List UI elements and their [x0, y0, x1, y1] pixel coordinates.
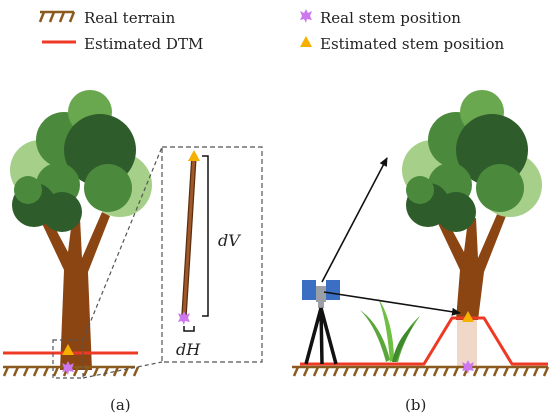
- real-stem-marker-icon: [300, 9, 312, 23]
- legend-real-terrain: Real terrain: [38, 9, 176, 27]
- real-stem-marker-b: [462, 360, 474, 374]
- laser-ray-top: [321, 157, 388, 283]
- legend-estimated-dtm-label: Estimated DTM: [84, 35, 203, 53]
- dv-bracket: [202, 155, 209, 317]
- tls-scanner-icon: [302, 280, 340, 365]
- laser-ray-stem: [323, 291, 461, 316]
- zoom-box-large: dV dH: [161, 146, 263, 363]
- panel-b: (b): [292, 90, 550, 414]
- legend-real-stem-position: Real stem position: [300, 9, 461, 27]
- tree-b-icon: [402, 90, 542, 320]
- panel-a: dV dH (a): [2, 90, 263, 414]
- tree-a-icon: [10, 90, 152, 370]
- stem-column-highlight: [457, 320, 477, 366]
- legend-real-stem-label: Real stem position: [320, 9, 461, 27]
- real-stem-marker-zoom: [178, 311, 190, 325]
- legend-estimated-stem-position: Estimated stem position: [300, 35, 504, 53]
- grass-icon: [360, 298, 420, 362]
- estimated-stem-marker-zoom: [188, 150, 200, 161]
- terrain-b: [292, 365, 550, 377]
- terrain-swatch-icon: [38, 10, 76, 23]
- dh-bracket: [183, 326, 195, 332]
- real-stem-marker-a: [62, 361, 74, 375]
- legend: Real terrain Estimated DTM Real stem pos…: [38, 9, 504, 53]
- estimated-stem-marker-b: [462, 311, 474, 322]
- estimated-stem-marker-icon: [300, 36, 312, 47]
- estimated-stem-marker-a: [62, 344, 74, 355]
- dtm-line-b: [300, 316, 548, 366]
- foliage-b: [402, 90, 542, 232]
- zoom-box-small: [52, 339, 84, 379]
- legend-estimated-stem-label: Estimated stem position: [320, 35, 504, 53]
- legend-real-terrain-label: Real terrain: [84, 9, 176, 27]
- legend-estimated-dtm: Estimated DTM: [42, 35, 203, 53]
- panel-b-label: (b): [405, 396, 426, 414]
- dv-label: dV: [218, 231, 241, 250]
- foliage-a: [10, 90, 152, 232]
- dh-label: dH: [176, 340, 201, 359]
- panel-a-label: (a): [110, 396, 131, 414]
